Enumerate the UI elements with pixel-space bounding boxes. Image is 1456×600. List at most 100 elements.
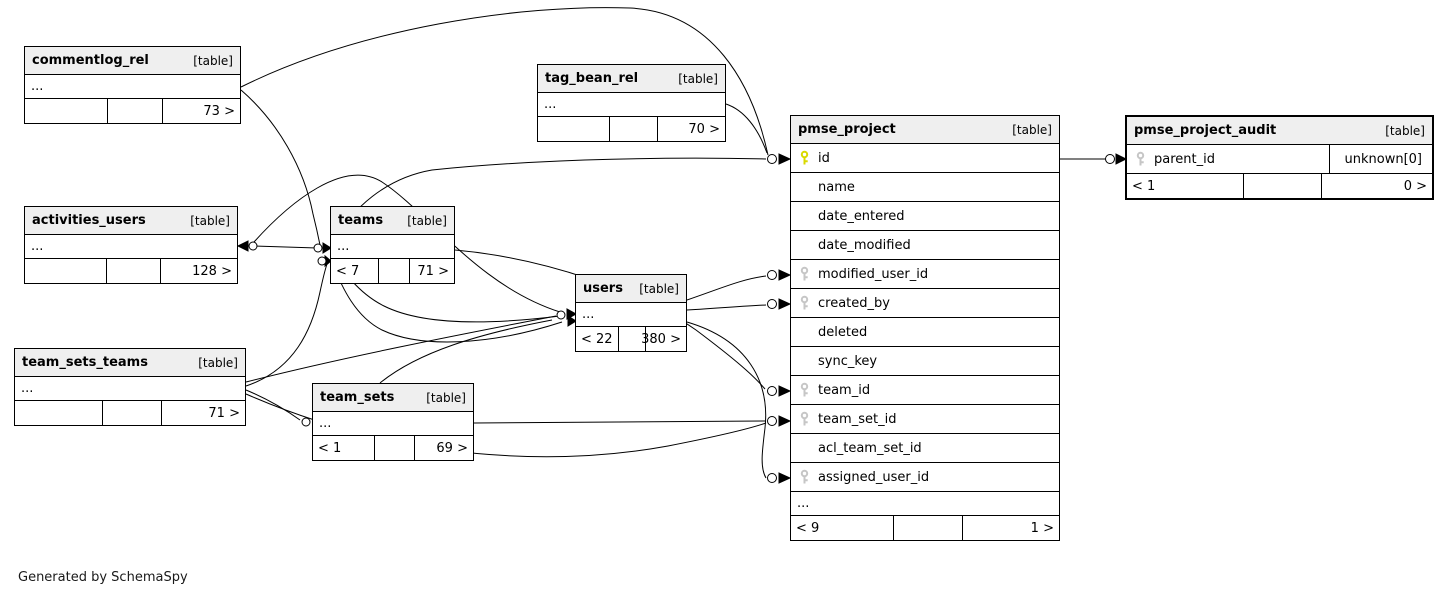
column-row-acl_team_set_id: acl_team_set_id	[791, 434, 1059, 463]
children-count: 71 >	[208, 405, 240, 421]
table-name: users	[583, 281, 623, 296]
edge-commentlog-to-pmse-id	[240, 7, 769, 156]
stats-spacer	[106, 99, 163, 123]
column-name: ...	[21, 381, 34, 396]
column-row-created_by: created_by	[791, 289, 1059, 318]
columns-ellipsis-row: ...	[25, 235, 237, 259]
stats-spacer	[1242, 174, 1323, 198]
column-name: ...	[319, 416, 332, 431]
table-badge: [table]	[190, 213, 230, 228]
table-badge: [table]	[1012, 122, 1052, 137]
edge-users-to-teams-2	[332, 263, 563, 343]
table-teams[interactable]: teams [table]... < 7 71 >	[330, 206, 455, 284]
table-team-sets-teams[interactable]: team_sets_teams [table]... 71 >	[14, 348, 246, 426]
columns-ellipsis-row: ...	[331, 235, 454, 259]
table-badge: [table]	[426, 390, 466, 405]
table-name: pmse_project	[798, 122, 896, 137]
edge-activities-to-teams	[251, 245, 318, 249]
table-commentlog-rel[interactable]: commentlog_rel[table]...73 >	[24, 46, 241, 124]
column-name: assigned_user_id	[818, 469, 930, 485]
column-name: modified_user_id	[818, 266, 929, 282]
edge-users-to-assigned-user-id	[686, 321, 767, 479]
column-name: team_set_id	[818, 411, 897, 427]
columns-ellipsis-row: ...	[313, 412, 473, 436]
table-activities-users[interactable]: activities_users[table]...128 >	[24, 206, 238, 284]
edge-tagbean-to-pmse-id	[725, 103, 768, 154]
foreign-key-icon	[799, 266, 810, 282]
foreign-key-icon	[799, 411, 810, 427]
stats-spacer	[617, 327, 647, 351]
column-name: ...	[544, 97, 557, 112]
edge-teamsets-to-users	[379, 319, 553, 384]
relationship-stats-row: 71 >	[15, 401, 245, 425]
table-name: team_sets_teams	[22, 355, 148, 370]
column-name: deleted	[818, 324, 868, 340]
column-name: parent_id	[1154, 151, 1215, 167]
table-name: tag_bean_rel	[545, 71, 639, 86]
column-row-team_set_id: team_set_id	[791, 405, 1059, 434]
table-badge: [table]	[407, 213, 447, 228]
foreign-key-icon	[799, 469, 810, 485]
children-count: 128 >	[192, 263, 232, 279]
stats-spacer	[609, 117, 658, 141]
table-name: teams	[338, 213, 384, 228]
edge-users-to-created-by	[686, 304, 767, 311]
column-row-date_entered: date_entered	[791, 202, 1059, 231]
parents-count	[25, 259, 106, 283]
columns-ellipsis-row: ...	[15, 377, 245, 401]
table-badge: [table]	[198, 355, 238, 370]
table-tag-bean-rel[interactable]: tag_bean_rel[table]...70 >	[537, 64, 726, 142]
parents-count: < 7	[336, 263, 360, 279]
column-row-sync_key: sync_key	[791, 347, 1059, 376]
children-count: 380 >	[641, 331, 681, 347]
relationship-stats-row: < 7 71 >	[331, 259, 454, 283]
foreign-key-icon	[799, 295, 810, 311]
column-name: date_modified	[818, 237, 911, 253]
children-count: 71 >	[417, 263, 449, 279]
columns-ellipsis-row: ...	[538, 93, 725, 117]
edge-teamsetsteams-to-users	[245, 315, 557, 383]
children-count: 69 >	[436, 440, 468, 456]
table-name: pmse_project_audit	[1134, 123, 1277, 138]
parents-count	[15, 401, 102, 425]
children-count: 0 >	[1403, 178, 1427, 194]
table-badge: [table]	[678, 71, 718, 86]
table-name: commentlog_rel	[32, 53, 149, 68]
column-row-modified_user_id: modified_user_id	[791, 260, 1059, 289]
column-name: created_by	[818, 295, 890, 311]
table-badge: [table]	[639, 281, 679, 296]
edge-markers	[236, 153, 1128, 484]
columns-ellipsis-row: ...	[25, 75, 240, 99]
stats-spacer	[373, 436, 416, 460]
relationship-stats-row: 128 >	[25, 259, 237, 283]
column-row-team_id: team_id	[791, 376, 1059, 405]
relationship-stats-row: 73 >	[25, 99, 240, 123]
edge-teamsetsteams-to-teamsets	[245, 389, 301, 421]
edge-users-to-activities	[253, 174, 561, 313]
column-name: ...	[797, 496, 810, 511]
edge-teamsets-to-team-set-id	[473, 420, 767, 424]
parents-count	[538, 117, 609, 141]
primary-key-icon	[799, 150, 810, 166]
stats-spacer	[105, 259, 161, 283]
parents-count: < 9	[796, 520, 820, 536]
column-name: acl_team_set_id	[818, 440, 922, 456]
edge-users-to-modified-user-id	[686, 275, 767, 301]
columns-ellipsis-row: ...	[576, 303, 686, 327]
column-row-date_modified: date_modified	[791, 231, 1059, 260]
column-row-assigned_user_id: assigned_user_id	[791, 463, 1059, 492]
column-name: team_id	[818, 382, 871, 398]
column-name: id	[818, 150, 830, 166]
table-name: team_sets	[320, 390, 395, 405]
edge-teamsetsteams-to-teams-lower	[245, 263, 328, 387]
stats-spacer	[892, 516, 963, 540]
columns-ellipsis-row: ...	[791, 492, 1059, 516]
